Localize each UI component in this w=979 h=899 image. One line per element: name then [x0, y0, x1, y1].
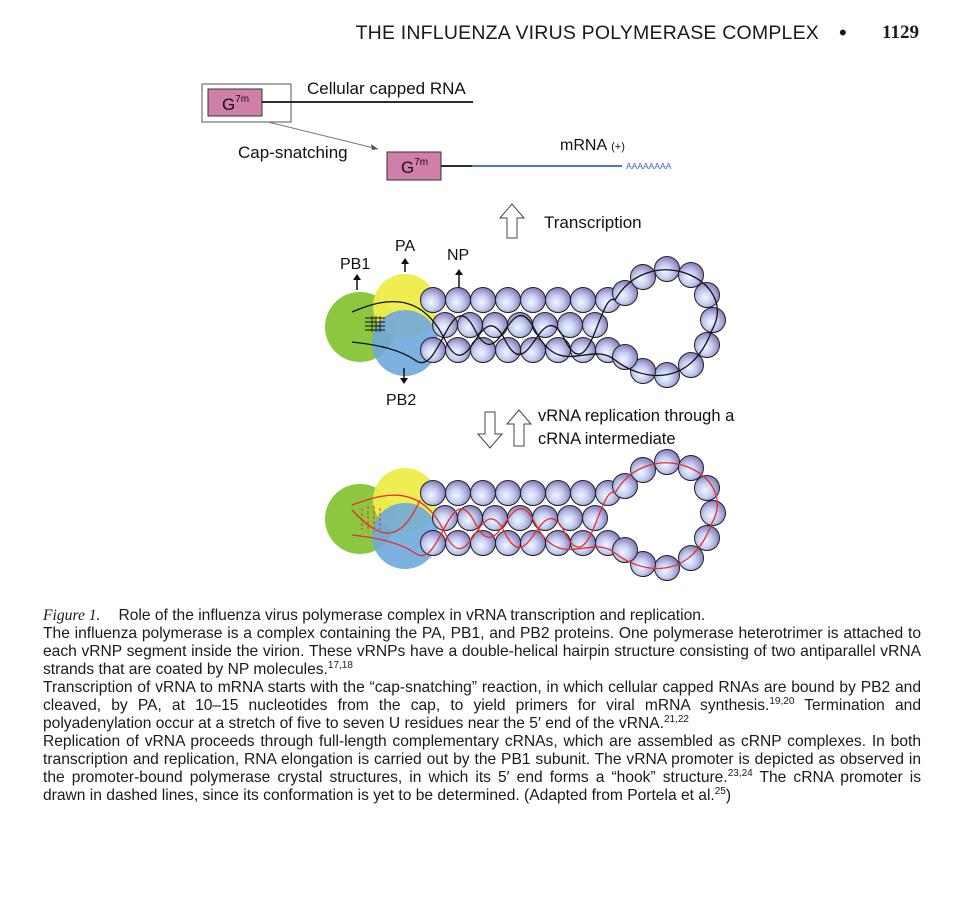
pb1-label: PB1: [340, 256, 370, 273]
cap-box-outline: [201, 83, 292, 123]
caption-title-line: Figure 1. Role of the influenza virus po…: [43, 607, 921, 625]
figure-caption: Figure 1. Role of the influenza virus po…: [43, 607, 921, 805]
pa-label: PA: [395, 238, 415, 255]
caption-label: Figure 1.: [43, 607, 101, 624]
ref-21-22: 21,22: [663, 714, 689, 725]
crnp-replication: [325, 449, 726, 581]
running-head: THE INFLUENZA VIRUS POLYMERASE COMPLEX: [355, 22, 819, 44]
page-header: THE INFLUENZA VIRUS POLYMERASE COMPLEX •…: [0, 22, 979, 52]
cap-snatching-label: Cap-snatching: [238, 143, 348, 162]
replication-label-2: cRNA intermediate: [538, 430, 676, 448]
replication-label-1: vRNA replication through a: [538, 407, 735, 425]
pb2-label: PB2: [386, 392, 416, 409]
figure-1-diagram: G7m Cellular capped RNA Cap-snatching G7…: [201, 79, 735, 581]
ref-19-20: 19,20: [769, 696, 795, 707]
mrna-label: mRNA(+): [560, 137, 625, 154]
caption-paragraph-2: Transcription of vRNA to mRNA starts wit…: [43, 679, 921, 732]
replication-arrows: vRNA replication through a cRNA intermed…: [476, 407, 735, 449]
transcription-arrow: Transcription: [498, 203, 642, 239]
polya-label: AAAAAAAA: [626, 161, 672, 171]
caption-paragraph-1: The influenza polymerase is a complex co…: [43, 625, 921, 678]
ref-17-18: 17,18: [327, 660, 353, 671]
ref-23-24: 23,24: [727, 768, 753, 779]
transcription-label: Transcription: [544, 213, 642, 232]
page-number: 1129: [882, 22, 919, 43]
np-array-1: [420, 256, 726, 388]
cellular-rna-label: Cellular capped RNA: [307, 79, 466, 98]
cap-g7m-box-1: [207, 88, 263, 117]
header-bullet: •: [839, 20, 847, 45]
caption-paragraph-3: Replication of vRNA proceeds through ful…: [43, 733, 921, 804]
caption-title: Role of the influenza virus polymerase c…: [118, 607, 706, 624]
vrnp-transcription: PB1 PA NP PB2: [325, 238, 726, 409]
np-label: NP: [447, 247, 469, 264]
np-array-2: [420, 449, 726, 581]
cap-label-2: G7m: [401, 157, 428, 177]
pb2-subunit-2: [372, 503, 438, 569]
ref-25: 25: [714, 786, 726, 797]
cap-snatching-arrow: [267, 121, 379, 150]
cap-label-1: G7m: [222, 94, 249, 114]
cap-g7m-box-2: [386, 151, 442, 181]
cap-snatching-panel: G7m Cellular capped RNA Cap-snatching G7…: [201, 79, 672, 181]
pb2-subunit: [372, 310, 438, 376]
